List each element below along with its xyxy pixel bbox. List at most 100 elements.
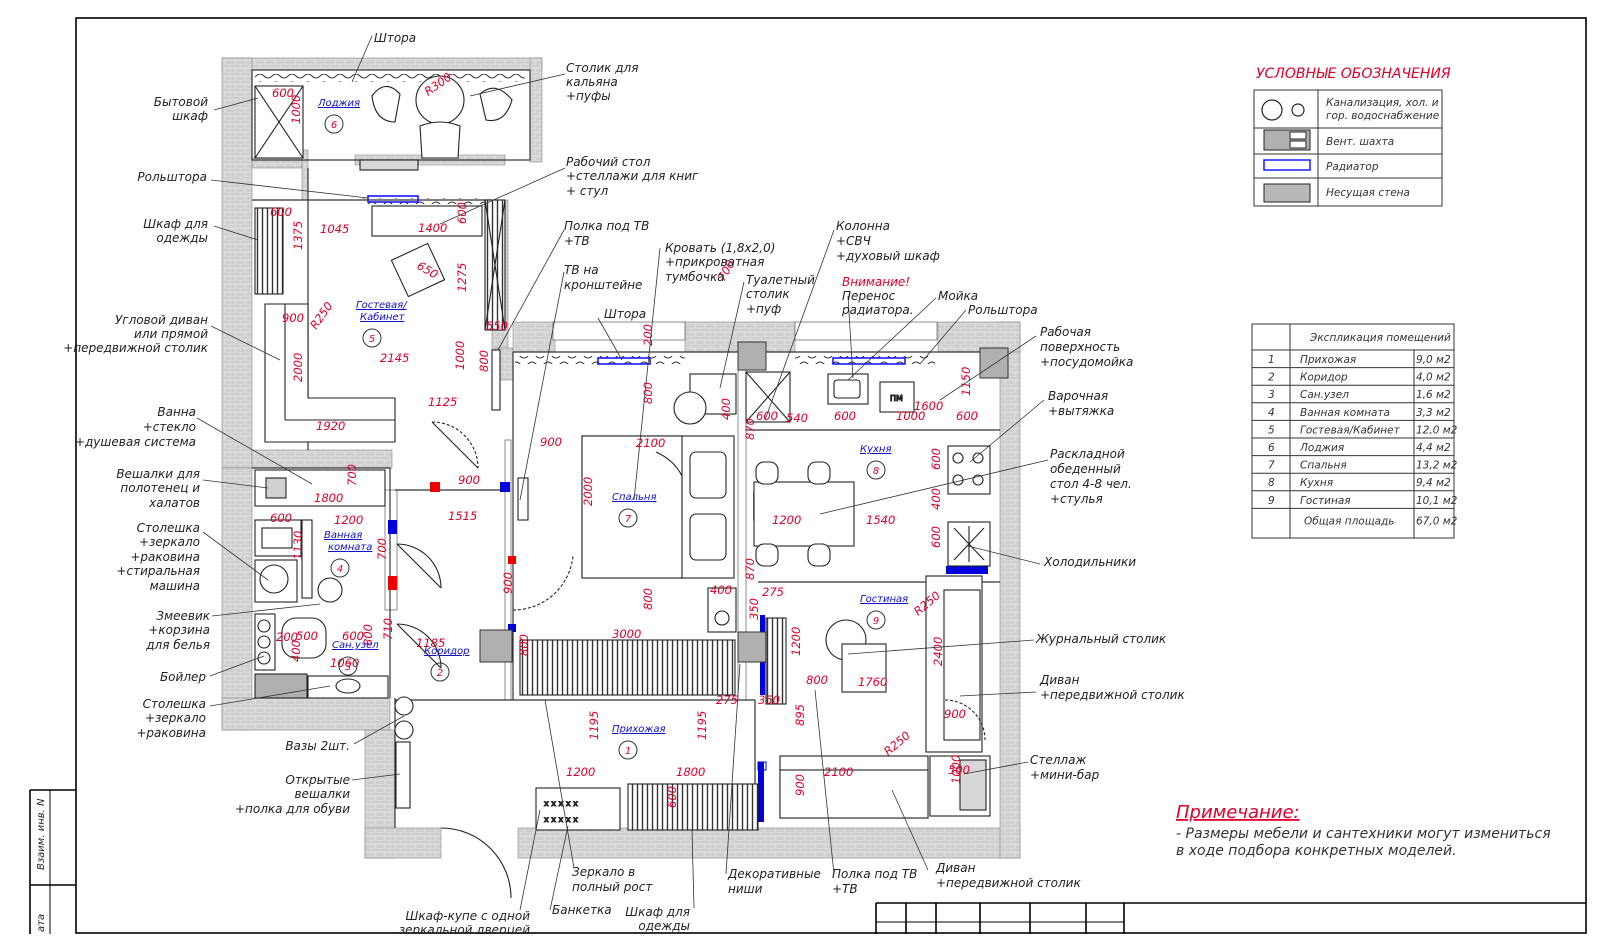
room-number: 3: [345, 662, 351, 673]
svg-text:+ТВ: +ТВ: [832, 882, 858, 896]
svg-text:+вытяжка: +вытяжка: [1048, 404, 1114, 418]
svg-text:Змеевик: Змеевик: [156, 609, 210, 623]
svg-text:+пуфы: +пуфы: [566, 89, 611, 103]
dimension-label: 895: [793, 704, 807, 726]
svg-text:ТВ на: ТВ на: [564, 263, 599, 277]
svg-text:Раскладной: Раскладной: [1050, 447, 1125, 461]
room-name: Гостевая/: [356, 300, 408, 311]
explication-total-area: 67,0 м2: [1416, 515, 1458, 527]
dimension-label: 500: [296, 629, 318, 643]
explication-row-name: Прихожая: [1300, 354, 1356, 366]
svg-text:Штора: Штора: [604, 307, 646, 321]
guest-room-furniture: [254, 199, 506, 469]
bench-marks: x x x x x: [544, 799, 578, 808]
svg-text:ниши: ниши: [728, 882, 763, 896]
svg-text:Столешка: Столешка: [137, 521, 200, 535]
explication-row-area: 9,4 м2: [1416, 477, 1451, 489]
dimension-label: 600: [342, 629, 364, 643]
dimension-label: 800: [477, 350, 491, 372]
svg-text:одежды: одежды: [638, 919, 690, 933]
explication-row-num: 2: [1268, 372, 1275, 384]
kitchen-furniture: ПМ: [745, 371, 991, 567]
dimension-label: 275: [762, 585, 784, 599]
explication-row-num: 9: [1268, 495, 1275, 507]
room-number: 9: [873, 616, 879, 627]
room-number: 5: [369, 334, 375, 345]
explication-row-name: Сан.узел: [1300, 389, 1349, 401]
svg-text:поверхность: поверхность: [1040, 340, 1120, 354]
drawing-frame: Взаим. инв. N ата: [29, 17, 1587, 934]
dimension-label: 1195: [587, 711, 601, 740]
svg-text:Туалетный: Туалетный: [746, 273, 815, 287]
dimension-label: 600: [756, 409, 778, 423]
room-number-circle: [324, 114, 344, 134]
dimension-label: 900: [501, 572, 515, 594]
room-name: Кухня: [860, 444, 892, 455]
dimension-label: 1130: [291, 531, 305, 560]
svg-text:кронштейне: кронштейне: [564, 278, 642, 292]
dimension-label: 1275: [455, 263, 469, 292]
svg-text:Варочная: Варочная: [1048, 389, 1108, 403]
svg-text:+стекло: +стекло: [143, 420, 196, 434]
dimension-label: 870: [743, 418, 757, 440]
dimension-label: 1200: [772, 513, 801, 527]
dimension-label: 600: [272, 86, 294, 100]
svg-text:Диван: Диван: [1039, 673, 1080, 687]
svg-text:Вешалки для: Вешалки для: [116, 467, 200, 481]
svg-text:+раковина: +раковина: [136, 726, 206, 740]
explication-row-name: Спальня: [1300, 460, 1347, 472]
dimension-label: 1800: [314, 491, 343, 505]
dimension-label: 2400: [931, 637, 945, 666]
dimension-label: 3000: [612, 627, 641, 641]
svg-text:Рольштора: Рольштора: [968, 303, 1038, 317]
room-number-circle: [362, 328, 382, 348]
svg-text:+зеркало: +зеркало: [139, 535, 200, 549]
svg-text:Бойлер: Бойлер: [160, 670, 206, 684]
svg-text:Колонна: Колонна: [836, 219, 890, 233]
explication-row-area: 4,4 м2: [1416, 442, 1451, 454]
dimension-label: 700: [345, 464, 359, 486]
svg-text:+зеркало: +зеркало: [145, 711, 206, 725]
living-room-furniture: [765, 575, 991, 819]
svg-text:Угловой диван: Угловой диван: [115, 313, 208, 327]
loggia-furniture: [254, 75, 513, 171]
dimension-label: 600: [929, 448, 943, 470]
explication-row-num: 5: [1268, 424, 1275, 436]
svg-text:радиатора.: радиатора.: [841, 303, 914, 317]
explication-total-label: Общая площадь: [1304, 515, 1395, 527]
dimension-label: 870: [743, 558, 757, 580]
room-number-circle: [338, 656, 358, 676]
dimension-label: 1920: [316, 419, 345, 433]
dimension-label: 1060: [330, 656, 359, 670]
svg-text:или прямой: или прямой: [134, 327, 208, 341]
room-name: Прихожая: [612, 724, 666, 735]
svg-text:+передвижной столик: +передвижной столик: [1040, 688, 1185, 702]
svg-text:одежды: одежды: [156, 231, 208, 245]
dimension-label: 1045: [320, 222, 349, 236]
explication-row-area: 1,6 м2: [1416, 389, 1451, 401]
dimension-label: 400: [719, 398, 733, 420]
dimension-label: 800: [806, 673, 828, 687]
svg-text:Бытовой: Бытовой: [154, 95, 208, 109]
explication-row-area: 12,0 м2: [1416, 424, 1458, 436]
svg-text:Шкаф для: Шкаф для: [625, 905, 690, 919]
svg-text:стол 4-8 чел.: стол 4-8 чел.: [1050, 477, 1132, 491]
svg-text:Полка под ТВ: Полка под ТВ: [564, 219, 649, 233]
dimension-label: 1200: [789, 627, 803, 656]
dimension-label: 1760: [858, 675, 887, 689]
dimension-label: 1200: [334, 513, 363, 527]
side-stamp-label-1: Взаим. инв. N: [36, 798, 47, 870]
svg-text:машина: машина: [150, 579, 200, 593]
bedroom-furniture: [512, 373, 737, 696]
svg-text:обеденный: обеденный: [1050, 462, 1121, 476]
legend-title: УСЛОВНЫЕ ОБОЗНАЧЕНИЯ: [1256, 66, 1451, 82]
svg-text:Мойка: Мойка: [938, 289, 978, 303]
svg-text:полотенец и: полотенец и: [120, 481, 200, 495]
svg-text:гор. водоснабжение: гор. водоснабжение: [1326, 110, 1439, 122]
svg-text:+пуф: +пуф: [746, 302, 781, 316]
room-number: 4: [337, 564, 343, 575]
svg-text:Стеллаж: Стеллаж: [1030, 753, 1086, 767]
note-line-1: - Размеры мебели и сантехники могут изме…: [1176, 826, 1551, 842]
svg-text:+стулья: +стулья: [1050, 492, 1103, 506]
